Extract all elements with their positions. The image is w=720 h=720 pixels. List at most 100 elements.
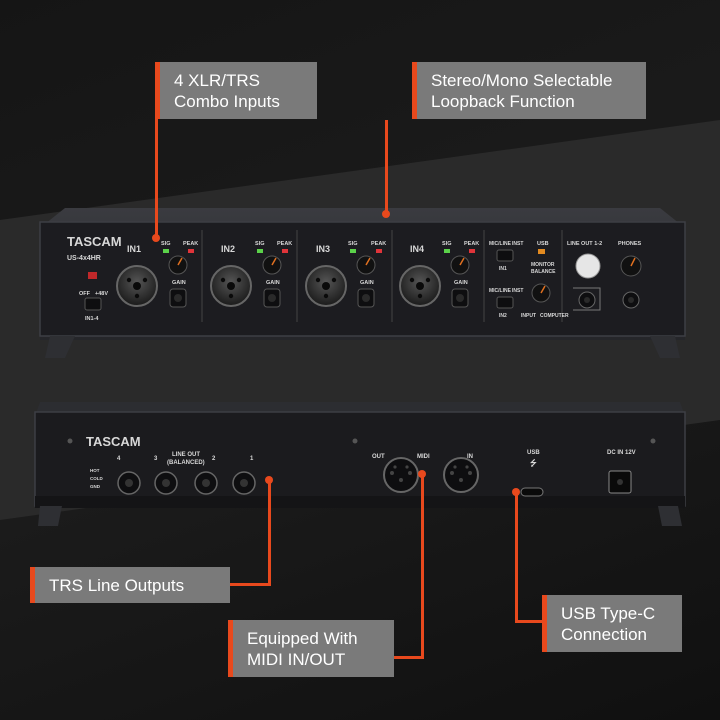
leader-trs-h	[228, 583, 269, 586]
peak-label: PEAK	[371, 241, 386, 247]
monitor-label: MONITOR	[531, 262, 555, 268]
sig-label: SIG	[348, 241, 357, 247]
callout-trs-outputs: TRS Line Outputs	[30, 567, 230, 603]
channel-label: IN1	[127, 244, 141, 254]
phones-label: PHONES	[618, 241, 642, 247]
out4-label: 4	[117, 456, 121, 462]
mic-line-label: MIC/LINE	[489, 241, 512, 247]
sig-led	[350, 249, 356, 253]
midi-in-port[interactable]	[443, 457, 479, 493]
out1-label: 1	[250, 456, 254, 462]
switch-in1-label: IN1	[499, 266, 507, 272]
out2-label: 2	[212, 456, 216, 462]
balance-label: BALANCE	[531, 269, 556, 275]
channel-label: IN4	[410, 244, 424, 254]
gain-label: GAIN	[454, 280, 468, 286]
leader-dot-midi	[418, 470, 426, 478]
peak-led	[188, 249, 194, 253]
channel-strip-in3: IN3 SIG PEAK GAIN	[305, 241, 386, 308]
channel-label: IN2	[221, 244, 235, 254]
mic-inst-switch-in2[interactable]	[496, 296, 514, 309]
line-out-label: LINE OUT	[172, 452, 200, 458]
usb-label: USB	[527, 450, 540, 456]
midi-out-label: OUT	[372, 454, 385, 460]
sig-led	[444, 249, 450, 253]
midi-label: MIDI	[417, 454, 430, 460]
callout-loopback: Stereo/Mono Selectable Loopback Function	[412, 62, 646, 119]
channel-strip-in4: IN4 SIG PEAK GAIN	[399, 241, 479, 308]
leader-midi-v	[421, 474, 424, 659]
usb-label: USB	[537, 241, 549, 247]
rear-panel-unit: TASCAM HOT COLD GND 4 3 LINE OUT (BALANC…	[34, 402, 686, 526]
inst-label: INST	[512, 288, 523, 294]
peak-label: PEAK	[183, 241, 198, 247]
gain-label: GAIN	[360, 280, 374, 286]
leader-dot-usbc	[512, 488, 520, 496]
model-label: US-4x4HR	[67, 255, 101, 262]
computer-label: COMPUTER	[540, 313, 569, 319]
phantom-off-label: OFF	[79, 291, 91, 297]
leader-dot-trs	[265, 476, 273, 484]
callout-line: USB Type-C	[561, 604, 656, 623]
gain-label: GAIN	[266, 280, 280, 286]
peak-label: PEAK	[277, 241, 292, 247]
callout-line: Combo Inputs	[174, 92, 280, 111]
dc-in-label: DC IN 12V	[607, 450, 636, 456]
callout-usb-c: USB Type-C Connection	[542, 595, 682, 652]
leader-usbc-h	[515, 620, 543, 623]
brand-logo: TASCAM	[67, 234, 122, 249]
peak-led	[282, 249, 288, 253]
trs-gnd-label: GND	[90, 484, 101, 489]
balanced-label: (BALANCED)	[167, 460, 205, 466]
peak-label: PEAK	[464, 241, 479, 247]
switch-in2-label: IN2	[499, 313, 507, 319]
leader-dot-xlr	[152, 234, 160, 242]
usb-led	[538, 249, 545, 254]
front-panel-unit: TASCAM US-4x4HR OFF +48V IN1-4 IN1 SIG P…	[39, 208, 686, 358]
leader-loopback	[385, 120, 388, 214]
leader-midi-h	[392, 656, 424, 659]
leader-usbc-v	[515, 492, 518, 623]
sig-led	[163, 249, 169, 253]
phantom-on-label: +48V	[95, 291, 108, 297]
input-label: INPUT	[521, 313, 536, 319]
leader-xlr	[155, 106, 158, 236]
phantom-range-label: IN1-4	[85, 316, 99, 322]
callout-xlr-combo-inputs: 4 XLR/TRS Combo Inputs	[155, 62, 317, 119]
peak-led	[376, 249, 382, 253]
gain-label: GAIN	[172, 280, 186, 286]
sig-label: SIG	[442, 241, 451, 247]
line-out-knob[interactable]	[575, 253, 601, 279]
leader-dot-loopback	[382, 210, 390, 218]
inst-label: INST	[512, 241, 523, 247]
trs-cold-label: COLD	[90, 476, 103, 481]
callout-line: Equipped With	[247, 629, 358, 648]
rear-brand-logo: TASCAM	[86, 434, 141, 449]
phantom-switch[interactable]	[84, 297, 102, 311]
out3-label: 3	[154, 456, 158, 462]
trs-hot-label: HOT	[90, 468, 100, 473]
channel-strip-in1: IN1 SIG PEAK GAIN	[116, 241, 198, 308]
channel-label: IN3	[316, 244, 330, 254]
usb-icon: ⭍	[530, 458, 537, 468]
callout-midi: Equipped With MIDI IN/OUT	[228, 620, 394, 677]
callout-line: Loopback Function	[431, 92, 575, 111]
line-out-label: LINE OUT 1-2	[567, 241, 602, 247]
phantom-led	[88, 272, 97, 279]
sig-label: SIG	[255, 241, 264, 247]
midi-out-port[interactable]	[383, 457, 419, 493]
sig-led	[257, 249, 263, 253]
channel-strip-in2: IN2 SIG PEAK GAIN	[210, 241, 292, 308]
peak-led	[469, 249, 475, 253]
callout-line: Connection	[561, 625, 648, 644]
callout-line: MIDI IN/OUT	[247, 650, 346, 669]
mic-inst-switch-in1[interactable]	[496, 249, 514, 262]
usb-c-port[interactable]	[520, 487, 544, 497]
trs-output-jacks	[117, 471, 256, 495]
callout-line: Stereo/Mono Selectable	[431, 71, 613, 90]
mic-line-label: MIC/LINE	[489, 288, 512, 294]
callout-line: TRS Line Outputs	[49, 576, 185, 595]
midi-in-label: IN	[467, 454, 473, 460]
leader-trs-v	[268, 480, 271, 586]
